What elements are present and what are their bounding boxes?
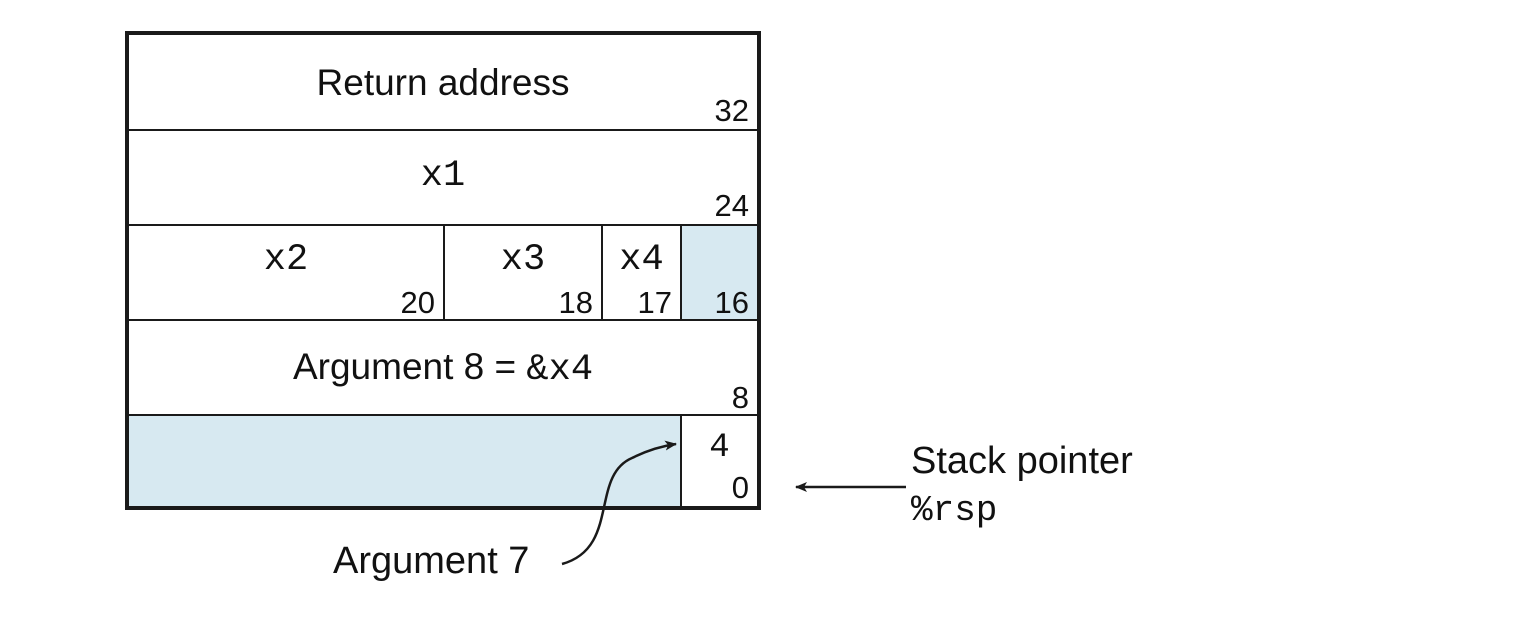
stack-frame: Return address 32 x1 24 x2 20 x3 18 x4 1…	[125, 31, 761, 510]
argument-8-label: Argument 8 = &x4	[129, 346, 757, 391]
stack-row-locals: x2 20 x3 18 x4 17 16	[129, 226, 757, 321]
cell-x3: x3 18	[445, 226, 603, 319]
offset-24: 24	[714, 188, 749, 223]
x2-label: x2	[263, 239, 309, 281]
argument-8-text: Argument 8 =	[292, 346, 527, 387]
cell-padding: 16	[682, 226, 757, 319]
x4-label: x4	[619, 239, 664, 281]
argument-8-code: &x4	[526, 349, 594, 391]
argument-7-size: 4	[709, 429, 730, 467]
offset-8: 8	[731, 380, 749, 415]
cell-x4: x4 17	[603, 226, 682, 319]
cell-argument-7: 4 0	[682, 416, 757, 506]
offset-16: 16	[714, 285, 749, 320]
cell-argument-7-padding	[129, 416, 682, 506]
argument-7-arrow	[561, 440, 677, 566]
stack-row-argument-7: 4 0	[129, 416, 757, 506]
x3-label: x3	[500, 239, 546, 281]
rsp-register-annotation: %rsp	[911, 490, 998, 531]
stack-pointer-annotation: Stack pointer	[911, 440, 1133, 482]
offset-32: 32	[714, 93, 749, 128]
return-address-label: Return address	[316, 62, 570, 103]
x1-label: x1	[420, 155, 466, 197]
offset-20: 20	[400, 285, 435, 320]
stack-row-x1: x1 24	[129, 131, 757, 226]
stack-row-return-address: Return address 32	[129, 35, 757, 131]
offset-18: 18	[558, 285, 593, 320]
cell-x2: x2 20	[129, 226, 445, 319]
offset-0: 0	[731, 470, 749, 505]
offset-17: 17	[637, 285, 672, 320]
stack-row-argument-8: Argument 8 = &x4 8	[129, 321, 757, 416]
argument-7-annotation: Argument 7	[333, 540, 530, 582]
